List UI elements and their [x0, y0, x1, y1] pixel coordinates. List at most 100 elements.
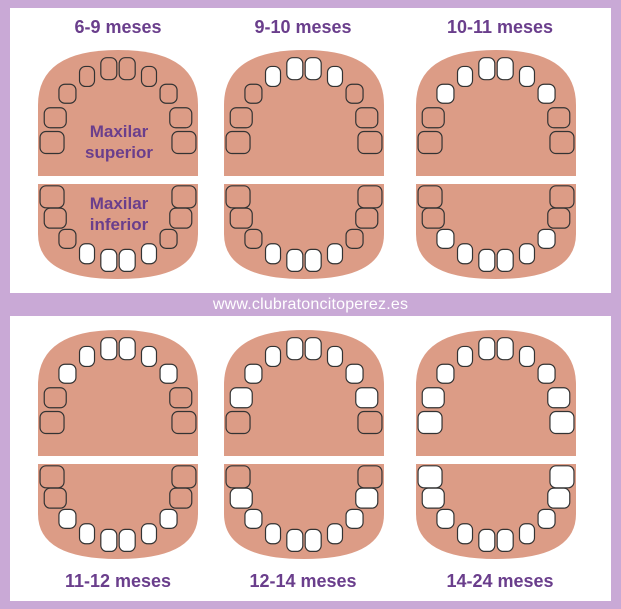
- tooth: [358, 412, 382, 434]
- tooth: [230, 388, 252, 408]
- tooth: [497, 249, 513, 271]
- tooth: [119, 529, 135, 551]
- tooth: [287, 58, 303, 80]
- tooth: [44, 488, 66, 508]
- tooth: [245, 364, 262, 383]
- tooth: [101, 338, 117, 360]
- tooth: [346, 229, 363, 248]
- tooth: [550, 466, 574, 488]
- tooth: [437, 364, 454, 383]
- tooth: [305, 338, 321, 360]
- tooth: [101, 58, 117, 80]
- tooth: [550, 132, 574, 154]
- tooth: [548, 108, 570, 128]
- tooth: [141, 346, 156, 366]
- tooth: [40, 466, 64, 488]
- tooth: [358, 466, 382, 488]
- stage-diagram-5: [224, 330, 384, 559]
- tooth: [266, 524, 281, 544]
- tooth: [226, 132, 250, 154]
- stage-diagram-4: [38, 330, 198, 559]
- tooth: [80, 524, 95, 544]
- tooth: [266, 244, 281, 264]
- tooth: [548, 488, 570, 508]
- tooth: [458, 244, 473, 264]
- stage-diagram-1: [38, 50, 198, 279]
- tooth: [40, 132, 64, 154]
- tooth: [497, 58, 513, 80]
- tooth: [479, 58, 495, 80]
- tooth: [356, 208, 378, 228]
- tooth: [437, 229, 454, 248]
- tooth: [458, 524, 473, 544]
- tooth: [358, 186, 382, 208]
- tooth: [548, 208, 570, 228]
- tooth: [305, 529, 321, 551]
- tooth: [519, 346, 534, 366]
- tooth: [245, 509, 262, 528]
- tooth: [44, 108, 66, 128]
- tooth: [160, 84, 177, 103]
- tooth: [479, 249, 495, 271]
- tooth: [497, 529, 513, 551]
- tooth: [226, 412, 250, 434]
- tooth: [538, 509, 555, 528]
- tooth: [305, 58, 321, 80]
- tooth: [287, 338, 303, 360]
- tooth: [160, 364, 177, 383]
- tooth: [119, 58, 135, 80]
- tooth: [119, 249, 135, 271]
- tooth: [119, 338, 135, 360]
- tooth: [519, 524, 534, 544]
- tooth: [418, 186, 442, 208]
- tooth: [437, 84, 454, 103]
- tooth: [170, 488, 192, 508]
- tooth: [40, 186, 64, 208]
- tooth: [538, 229, 555, 248]
- tooth: [422, 488, 444, 508]
- tooth: [418, 132, 442, 154]
- tooth: [358, 132, 382, 154]
- tooth: [141, 524, 156, 544]
- tooth: [230, 208, 252, 228]
- tooth: [230, 108, 252, 128]
- tooth: [356, 108, 378, 128]
- tooth: [422, 388, 444, 408]
- tooth: [538, 364, 555, 383]
- tooth: [59, 509, 76, 528]
- tooth: [172, 132, 196, 154]
- tooth: [44, 388, 66, 408]
- tooth: [170, 388, 192, 408]
- tooth: [356, 488, 378, 508]
- tooth: [59, 364, 76, 383]
- tooth: [327, 346, 342, 366]
- tooth: [497, 338, 513, 360]
- website-footer: www.clubratoncitoperez.es: [0, 293, 621, 316]
- tooth: [40, 412, 64, 434]
- stage-diagram-6: [416, 330, 576, 559]
- tooth: [538, 84, 555, 103]
- tooth: [226, 466, 250, 488]
- tooth: [346, 84, 363, 103]
- tooth: [327, 524, 342, 544]
- tooth: [44, 208, 66, 228]
- tooth: [327, 244, 342, 264]
- tooth: [287, 529, 303, 551]
- tooth: [479, 338, 495, 360]
- tooth: [80, 66, 95, 86]
- tooth: [230, 488, 252, 508]
- tooth: [346, 364, 363, 383]
- tooth: [172, 186, 196, 208]
- tooth: [160, 509, 177, 528]
- upper-jaw-label: Maxilar superior: [64, 121, 174, 163]
- tooth: [458, 346, 473, 366]
- tooth: [418, 412, 442, 434]
- tooth: [356, 388, 378, 408]
- tooth: [346, 509, 363, 528]
- lower-jaw-label: Maxilar inferior: [64, 193, 174, 235]
- tooth: [305, 249, 321, 271]
- tooth: [141, 66, 156, 86]
- tooth: [458, 66, 473, 86]
- tooth: [422, 208, 444, 228]
